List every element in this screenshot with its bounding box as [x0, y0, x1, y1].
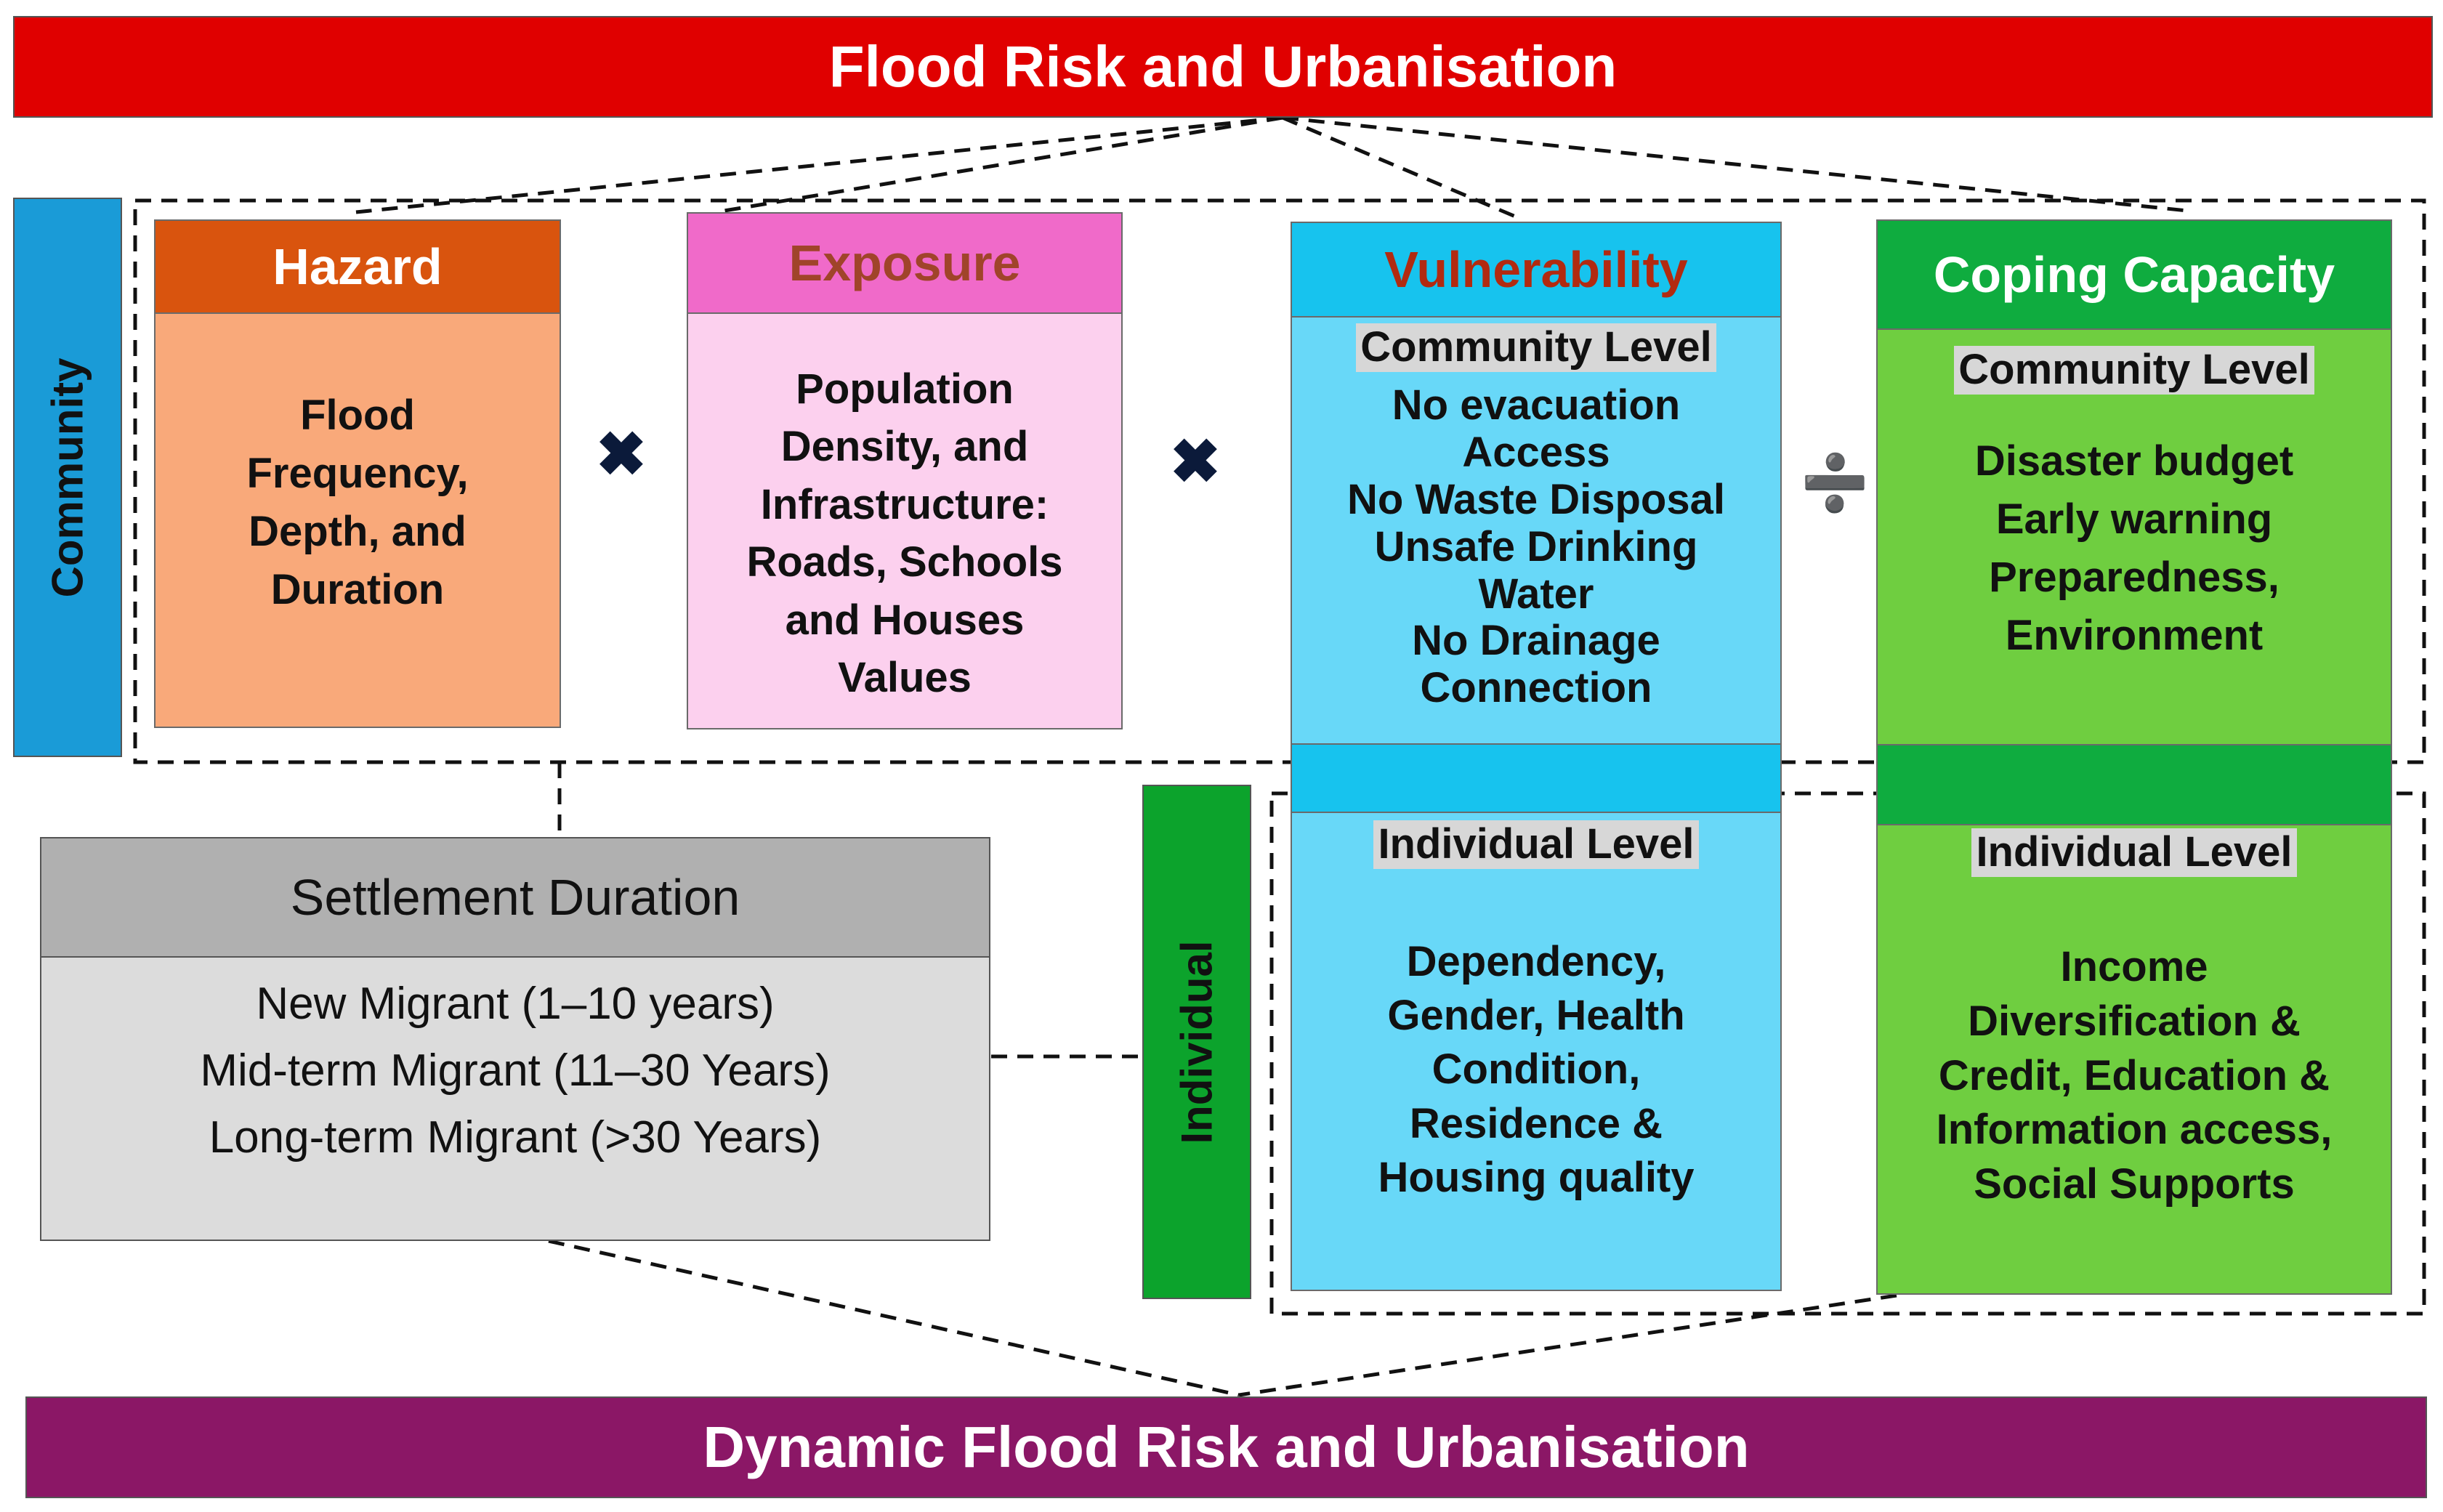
coping-community-level: Community Level	[1954, 346, 2314, 395]
title-banner: Flood Risk and Urbanisation	[13, 16, 2433, 118]
hazard-header: Hazard	[156, 221, 560, 314]
vulnerability-header-text: Vulnerability	[1384, 241, 1688, 298]
coping-divider	[1878, 744, 2391, 825]
connector-title-vulnerability	[1282, 116, 1519, 220]
connector-title-coping	[1282, 116, 2188, 213]
settlement-duration-box: Settlement Duration New Migrant (1–10 ye…	[40, 837, 990, 1241]
coping-community-text: Disaster budget Early warning Preparedne…	[1974, 437, 2294, 659]
settlement-duration-header: Settlement Duration	[41, 838, 989, 958]
exposure-header-text: Exposure	[788, 235, 1021, 291]
vulnerability-header: Vulnerability	[1292, 223, 1780, 318]
multiply-operator-1: ✖	[581, 414, 661, 494]
settlement-item-long-term: Long-term Migrant (>30 Years)	[209, 1112, 822, 1163]
multiply-operator-2: ✖	[1155, 421, 1235, 501]
connector-settlement-footer	[548, 1239, 1240, 1397]
divide-icon: ➗	[1800, 453, 1870, 514]
multiply-icon: ✖	[1169, 427, 1222, 496]
vulnerability-individual-level: Individual Level	[1373, 820, 1699, 869]
vulnerability-community-text: No evacuation Access No Waste Disposal U…	[1347, 381, 1725, 712]
coping-capacity-header: Coping Capacity	[1878, 221, 2391, 330]
individual-frame	[1269, 791, 2426, 1316]
coping-capacity-header-text: Coping Capacity	[1933, 246, 2335, 303]
settlement-item-new: New Migrant (1–10 years)	[256, 979, 775, 1029]
community-sidebar: Community	[13, 198, 122, 757]
footer-banner: Dynamic Flood Risk and Urbanisation	[25, 1396, 2427, 1498]
individual-sidebar-label: Individual	[1172, 939, 1222, 1144]
vulnerability-divider	[1292, 743, 1780, 813]
community-sidebar-label: Community	[43, 357, 92, 597]
exposure-header: Exposure	[688, 214, 1121, 314]
hazard-box: Hazard Flood Frequency, Depth, and Durat…	[154, 219, 561, 728]
connector-coping-footer	[1238, 1293, 1897, 1397]
settlement-item-mid-term: Mid-term Migrant (11–30 Years)	[200, 1045, 831, 1096]
coping-individual-text: Income Diversification & Credit, Educati…	[1936, 943, 2333, 1208]
vulnerability-box: Vulnerability Community Level No evacuat…	[1291, 222, 1782, 1291]
hazard-text: Flood Frequency, Depth, and Duration	[246, 392, 469, 614]
title-text: Flood Risk and Urbanisation	[828, 34, 1618, 99]
vulnerability-community-level: Community Level	[1356, 323, 1716, 372]
coping-capacity-box: Coping Capacity Community Level Disaster…	[1876, 219, 2392, 1295]
exposure-box: Exposure Population Density, and Infrast…	[687, 212, 1123, 729]
multiply-icon: ✖	[595, 420, 647, 488]
connector-title-exposure	[715, 116, 1283, 214]
vulnerability-individual-text: Dependency, Gender, Health Condition, Re…	[1378, 938, 1695, 1201]
coping-individual-level: Individual Level	[1971, 828, 2297, 877]
individual-sidebar: Individual	[1142, 785, 1251, 1299]
footer-text: Dynamic Flood Risk and Urbanisation	[703, 1415, 1750, 1479]
divide-operator: ➗	[1795, 443, 1875, 523]
connector-title-hazard	[355, 116, 1283, 214]
exposure-text: Population Density, and Infrastructure: …	[746, 365, 1063, 702]
community-frame	[133, 198, 2426, 764]
settlement-duration-header-text: Settlement Duration	[290, 869, 740, 926]
hazard-header-text: Hazard	[272, 238, 443, 295]
